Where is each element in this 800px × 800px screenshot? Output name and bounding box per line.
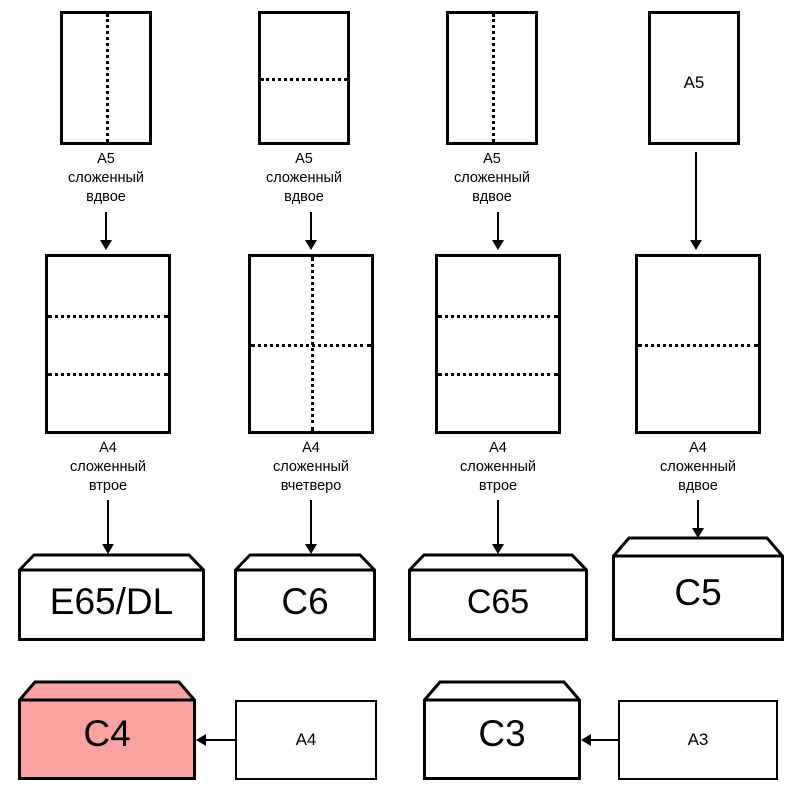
paper-a4-col3 (435, 254, 561, 434)
envelope-c65-shape (408, 553, 588, 641)
paper-a4-col2 (248, 254, 374, 434)
arrow-head (492, 544, 504, 554)
arrow-shaft (590, 739, 621, 741)
arrow-head (690, 240, 702, 250)
arrow-shaft (105, 212, 107, 242)
caption-a4-col2: A4 сложенный вчетверо (272, 440, 350, 494)
envelope-c4[interactable]: C4 (18, 680, 196, 780)
arrow-head (305, 240, 317, 250)
arrow-head (305, 544, 317, 554)
arrow-head (102, 544, 114, 554)
envelope-c3[interactable]: C3 (423, 680, 581, 780)
envelope-c6-shape (234, 553, 376, 641)
envelope-e65-dl[interactable]: E65/DL (18, 553, 205, 641)
arrow-shaft (497, 500, 499, 546)
arrow-shaft (695, 152, 697, 242)
fold-line-horizontal-lower (438, 372, 558, 376)
fold-line-vertical (106, 14, 109, 142)
paper-a3-bottom-label: A3 (687, 730, 709, 749)
arrow-head (100, 240, 112, 250)
paper-a4-col1 (45, 254, 171, 434)
envelope-c5-shape (612, 536, 784, 641)
arrow-shaft (310, 500, 312, 546)
fold-line-vertical (492, 14, 495, 142)
arrow-shaft (497, 212, 499, 242)
arrow-shaft (205, 739, 236, 741)
paper-a4-bottom-label: A4 (295, 730, 317, 749)
envelope-c6[interactable]: C6 (234, 553, 376, 641)
fold-line-horizontal (261, 78, 347, 81)
paper-a5-col3 (446, 11, 538, 145)
arrow-shaft (107, 500, 109, 546)
envelope-c4-shape (18, 680, 196, 780)
envelope-e65-dl-shape (18, 553, 205, 641)
arrow-head (581, 734, 591, 746)
arrow-shaft (697, 500, 699, 530)
fold-line-horizontal (638, 344, 758, 347)
arrow-head (692, 528, 704, 538)
envelope-c5[interactable]: C5 (612, 536, 784, 641)
fold-line-horizontal-upper (438, 314, 558, 318)
paper-a5-col2 (258, 11, 350, 145)
fold-line-horizontal-lower (48, 372, 168, 376)
paper-a5-col4-label: A5 (683, 73, 705, 92)
envelope-c3-shape (423, 680, 581, 780)
fold-line-horizontal-upper (48, 314, 168, 318)
caption-a5-col3: A5 сложенный вдвое (453, 151, 531, 205)
caption-a5-col2: A5 сложенный вдвое (265, 151, 343, 205)
paper-a4-col4 (635, 254, 761, 434)
fold-line-horizontal (251, 344, 371, 347)
caption-a4-col1: A4 сложенный втрое (69, 440, 147, 494)
paper-a5-col4: A5 (648, 11, 740, 145)
envelope-c65[interactable]: C65 (408, 553, 588, 641)
paper-a3-bottom: A3 (618, 700, 778, 780)
caption-a4-col4: A4 сложенный вдвое (659, 440, 737, 494)
paper-a5-col1 (60, 11, 152, 145)
arrow-shaft (310, 212, 312, 242)
arrow-head (196, 734, 206, 746)
caption-a5-col1: A5 сложенный вдвое (67, 151, 145, 205)
caption-a4-col3: A4 сложенный втрое (459, 440, 537, 494)
arrow-head (492, 240, 504, 250)
paper-a4-bottom: A4 (235, 700, 377, 780)
